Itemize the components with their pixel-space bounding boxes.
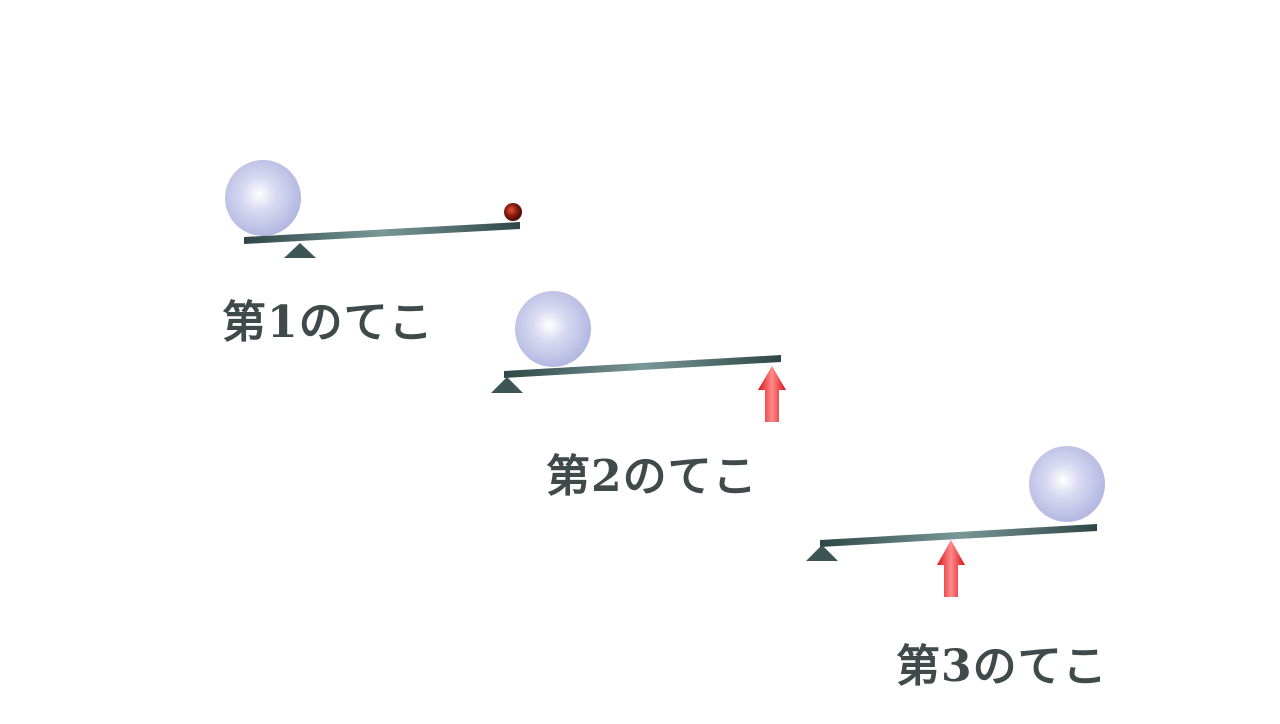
lever-1-label: 第1のてこ [222,297,434,348]
beam [244,222,520,244]
fulcrum [806,545,838,561]
fulcrum [491,377,523,393]
load-sphere [225,160,301,236]
lever-3-label: 第3のてこ [896,641,1108,692]
effort-arrow [758,366,786,422]
load-sphere [515,291,591,367]
beam [820,524,1097,547]
lever-2 [491,291,786,422]
beam [504,355,781,378]
lever-3 [806,446,1105,597]
load-sphere [1029,446,1105,522]
fulcrum [284,243,316,258]
effort-arrow [937,540,965,597]
lever-1 [225,160,522,258]
small-weight [504,203,522,221]
lever-2-label: 第2のてこ [546,451,758,502]
